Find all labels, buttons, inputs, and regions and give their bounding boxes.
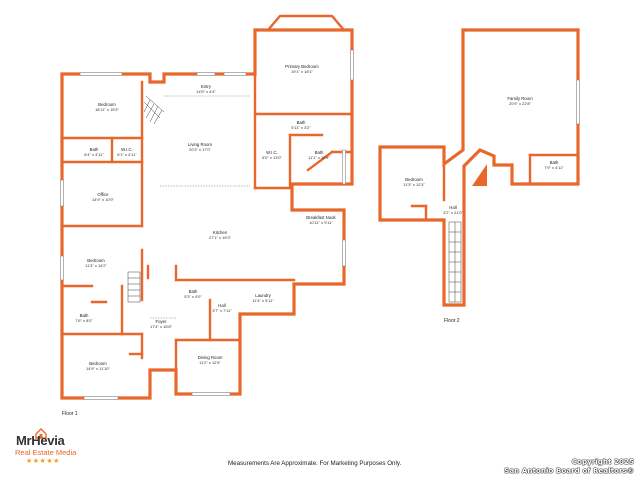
room-name: Primary Bedroom bbox=[285, 64, 319, 69]
room-dims: 3'7" x 7'11" bbox=[212, 308, 232, 313]
floor-2-stair-void bbox=[472, 164, 487, 186]
room-name: Hall bbox=[449, 205, 456, 210]
window bbox=[350, 49, 354, 81]
window bbox=[60, 255, 64, 281]
room-name: Foyer bbox=[156, 319, 168, 324]
room-name: Living Room bbox=[188, 142, 212, 147]
room-name: W.I.C. bbox=[266, 150, 278, 155]
disclaimer-text: Measurements Are Approximate. For Market… bbox=[228, 460, 402, 467]
room-name: Office bbox=[97, 192, 109, 197]
room-dims: 6'0" x 13'0" bbox=[262, 155, 282, 160]
floor-2-outer-wall bbox=[378, 28, 580, 307]
house-icon bbox=[35, 428, 47, 439]
room-name: Kitchen bbox=[213, 230, 228, 235]
room-dims: 20'3" x 17'0" bbox=[189, 147, 212, 152]
room-dims: 17'4" x 16'8" bbox=[150, 324, 173, 329]
floor-2-stairs bbox=[448, 221, 462, 303]
window bbox=[196, 72, 216, 76]
floor-2-plan: Family Room 20'9" x 22'8" Bath 7'9" x 4'… bbox=[378, 28, 580, 307]
room-name: Entry bbox=[201, 84, 212, 89]
room-name: Bedroom bbox=[405, 177, 423, 182]
floor-1-label: Floor 1 bbox=[62, 411, 78, 417]
room-dims: 14'9" x 11'10" bbox=[86, 366, 110, 371]
floor-1-outer-wall bbox=[60, 28, 354, 400]
rating-stars: ★★★★★ bbox=[26, 458, 60, 465]
wall bbox=[306, 150, 334, 172]
room-name: Laundry bbox=[255, 293, 271, 298]
room-dims: 20'9" x 22'8" bbox=[509, 101, 532, 106]
room-dims: 14'9" x 10'9" bbox=[92, 197, 115, 202]
room-dims: 6'1" x 4'11" bbox=[117, 152, 137, 157]
window bbox=[60, 179, 64, 207]
room-dims: 3'2" x 21'0" bbox=[443, 210, 463, 215]
room-name: Hall bbox=[218, 303, 225, 308]
room-dims: 14'5" x 4'4" bbox=[196, 89, 216, 94]
room-dims: 11'3" x 12'3" bbox=[403, 182, 425, 187]
room-dims: 10'11" x 9'11" bbox=[309, 220, 333, 225]
copyright-watermark: Copyright 2025 San Antonio Board of Real… bbox=[504, 457, 634, 475]
room-name: Breakfast Nook bbox=[306, 215, 336, 220]
room-name: Bath bbox=[80, 313, 89, 318]
room-name: W.I.C. bbox=[121, 147, 133, 152]
window bbox=[191, 392, 231, 396]
room-dims: 7'6" x 8'0" bbox=[75, 318, 93, 323]
floor-1-stairs bbox=[127, 95, 165, 303]
room-dims: 11'3" x 14'2" bbox=[85, 263, 107, 268]
window bbox=[79, 72, 123, 76]
floor-2-room-labels: Family Room 20'9" x 22'8" Bath 7'9" x 4'… bbox=[403, 96, 564, 215]
floor-2-label: Floor 2 bbox=[444, 318, 460, 324]
room-dims: 5'3" x 4'0" bbox=[184, 294, 202, 299]
room-dims: 5'11" x 3'2" bbox=[291, 125, 311, 130]
copyright-line-2: San Antonio Board of Realtors® bbox=[504, 466, 634, 475]
floor-1-room-labels: Bedroom 18'11" x 15'3" Bath 8'4" x 4'11"… bbox=[75, 64, 336, 371]
logo-brand: MrHevia bbox=[16, 433, 65, 448]
window bbox=[576, 79, 580, 125]
logo-tagline: Real Estate Media bbox=[15, 448, 77, 457]
window bbox=[342, 149, 346, 185]
company-logo: MrHevia Real Estate Media ★★★★★ bbox=[12, 428, 92, 468]
room-dims: 27'1" x 16'3" bbox=[209, 235, 232, 240]
room-name: Bath bbox=[315, 150, 324, 155]
room-name: Bath bbox=[90, 147, 99, 152]
room-name: Bath bbox=[550, 160, 559, 165]
window bbox=[342, 239, 346, 267]
room-dims: 18'11" x 15'3" bbox=[95, 107, 119, 112]
room-name: Dining Room bbox=[198, 355, 223, 360]
room-dims: 11'1" x 12'5" bbox=[308, 155, 330, 160]
room-dims: 19'1" x 18'1" bbox=[291, 69, 314, 74]
room-name: Bath bbox=[297, 120, 306, 125]
room-dims: 8'4" x 4'11" bbox=[84, 152, 104, 157]
room-dims: 11'4" x 5'11" bbox=[252, 298, 274, 303]
room-dims: 7'9" x 4'11" bbox=[544, 165, 564, 170]
bay-window-wall bbox=[266, 14, 346, 32]
room-name: Bedroom bbox=[98, 102, 116, 107]
window bbox=[83, 396, 119, 400]
room-name: Bedroom bbox=[87, 258, 105, 263]
window bbox=[223, 72, 247, 76]
room-dims: 11'2" x 12'5" bbox=[199, 360, 221, 365]
room-name: Family Room bbox=[507, 96, 533, 101]
room-name: Bath bbox=[189, 289, 198, 294]
room-name: Bedroom bbox=[89, 361, 107, 366]
floor-1-plan: Bedroom 18'11" x 15'3" Bath 8'4" x 4'11"… bbox=[60, 14, 354, 400]
copyright-line-1: Copyright 2025 bbox=[571, 457, 634, 466]
